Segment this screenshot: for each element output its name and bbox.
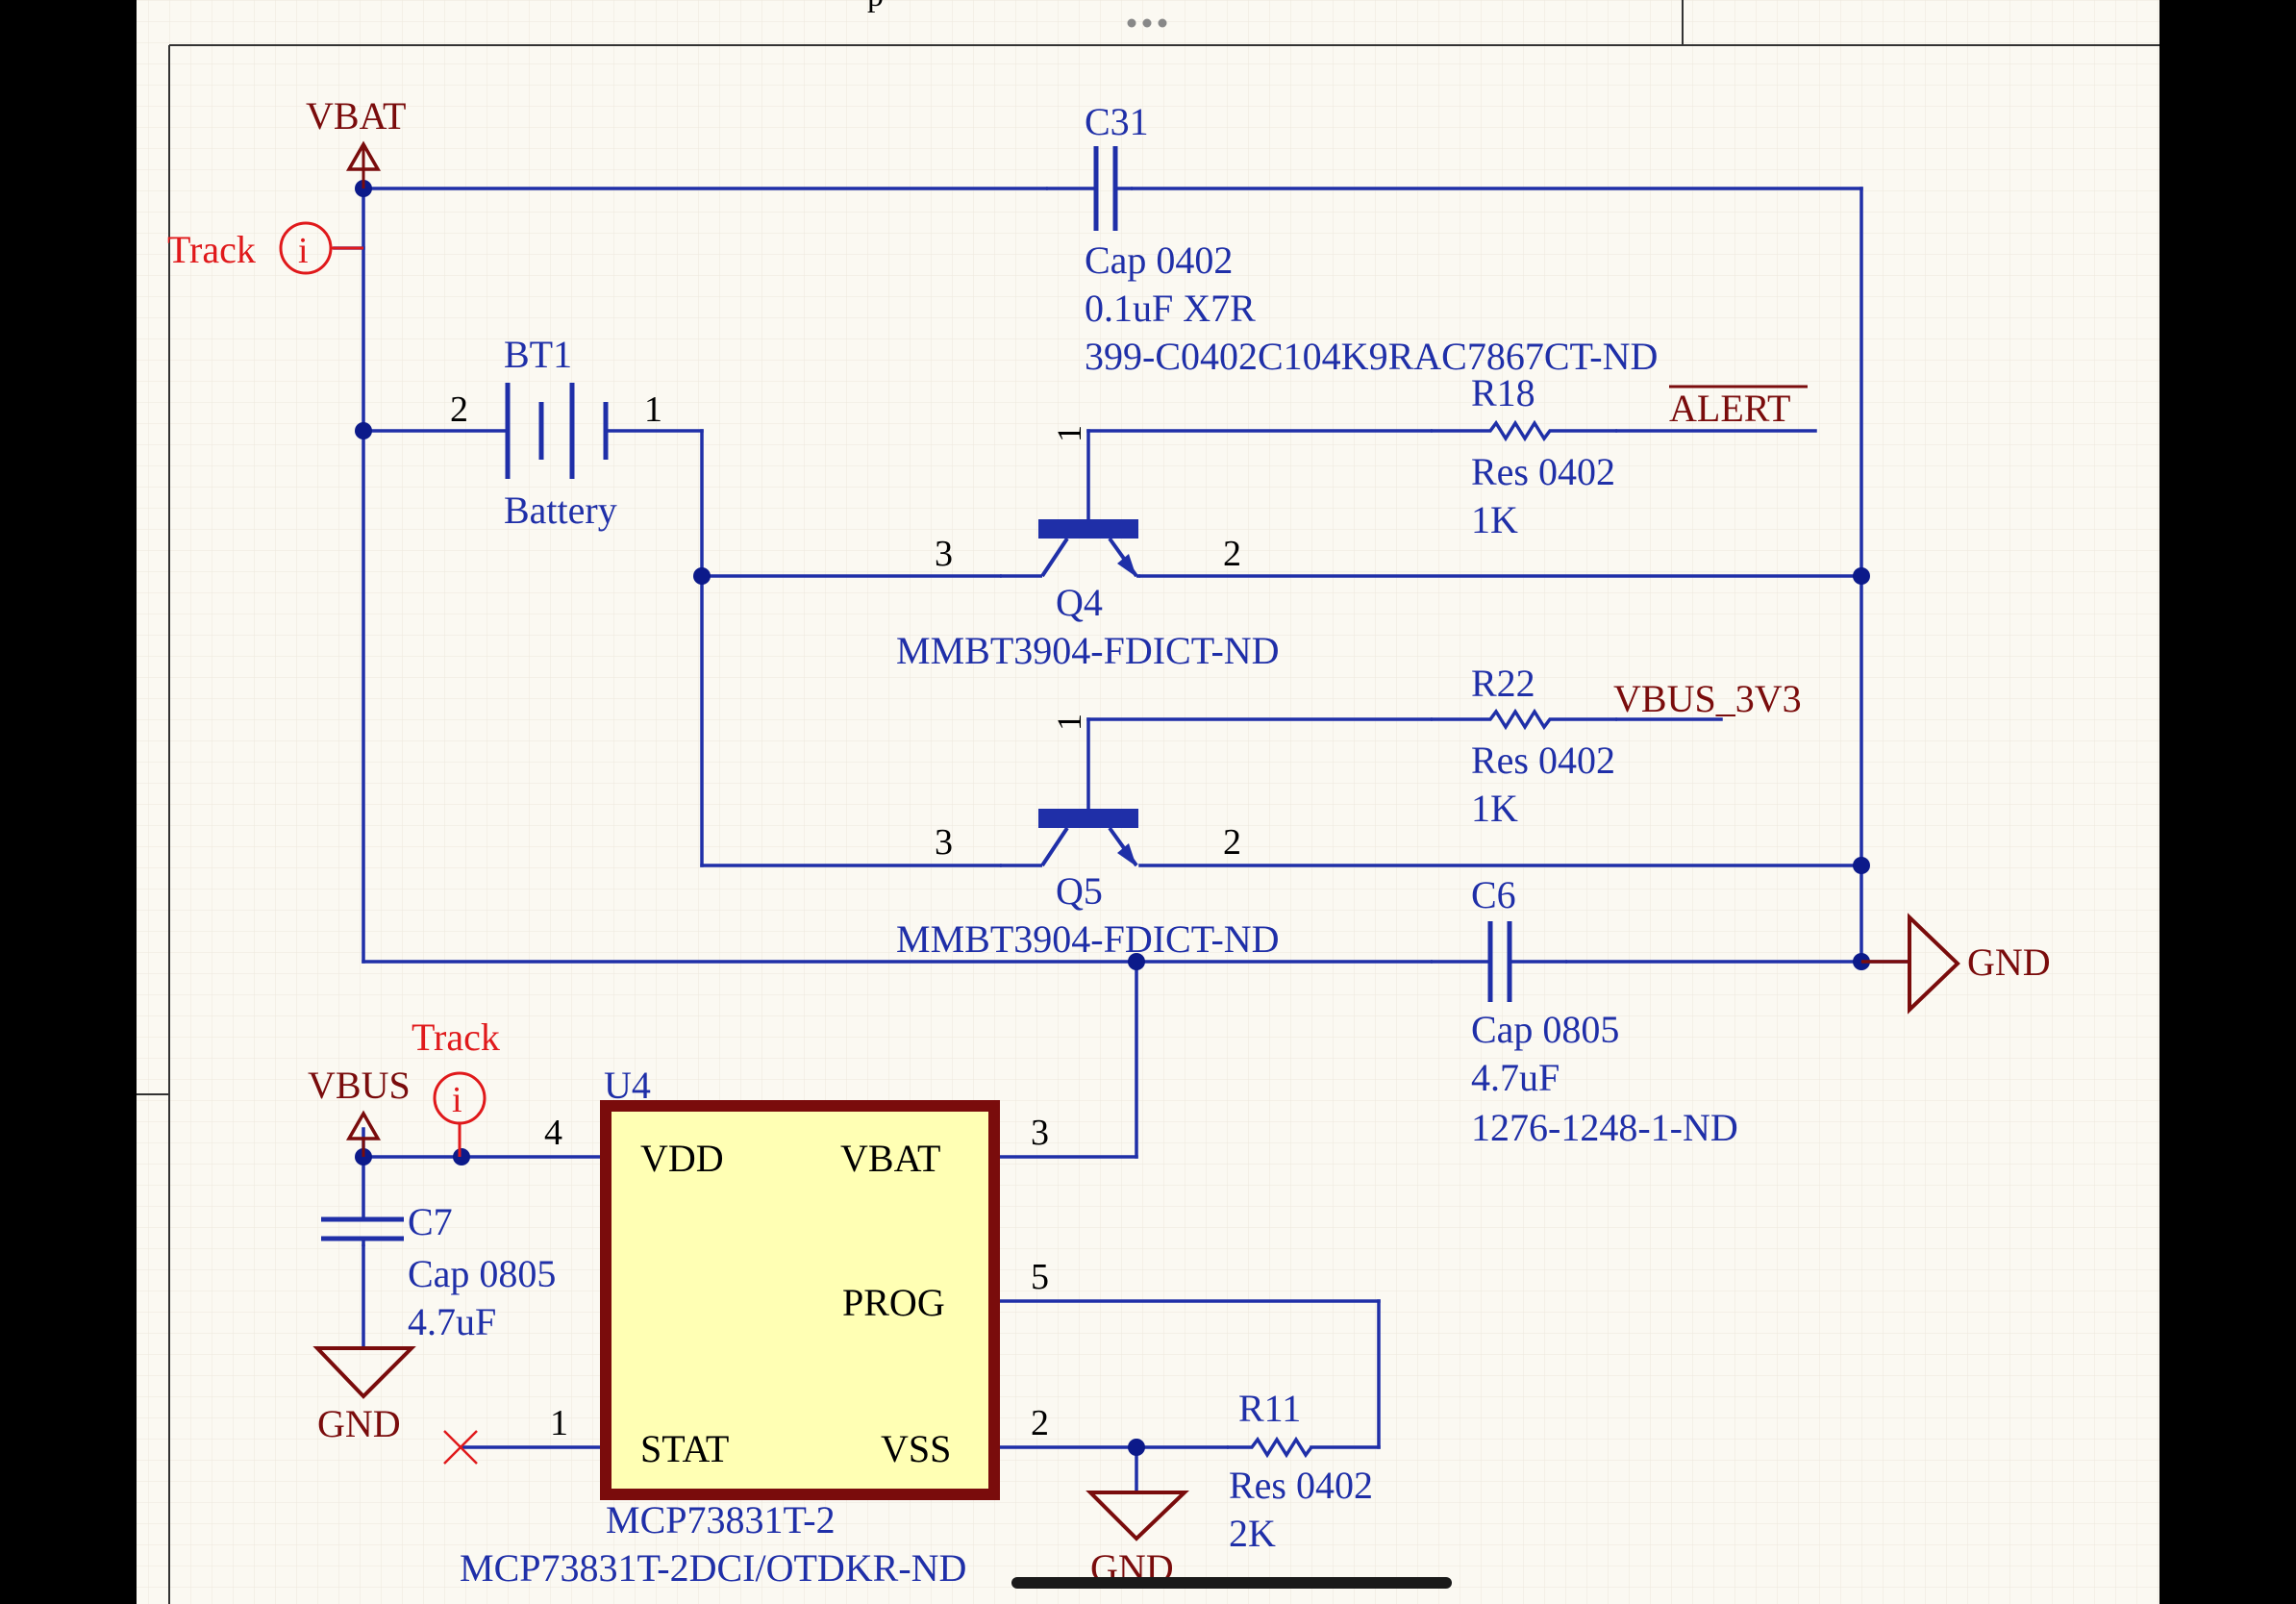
alert-label: ALERT — [1669, 387, 1790, 430]
ic-u4[interactable]: U4 VDD 4 VBAT 3 PROG 5 STAT 1 VSS 2 MCP7… — [460, 1064, 1049, 1590]
c31-footprint: Cap 0402 — [1085, 238, 1233, 282]
vbus-power-port[interactable]: VBUS — [308, 1064, 411, 1157]
c31-value: 0.1uF X7R — [1085, 287, 1256, 330]
r11-ref: R11 — [1238, 1387, 1301, 1430]
gnd-power-port-c7[interactable]: GND — [312, 1346, 416, 1445]
q5-pin-emitter: 2 — [1223, 822, 1241, 863]
track-annotation-2[interactable]: Track i — [412, 1015, 500, 1157]
u4-ref: U4 — [604, 1064, 651, 1107]
u4-pin-prog-num: 5 — [1031, 1257, 1049, 1297]
c6-part: 1276-1248-1-ND — [1471, 1106, 1738, 1149]
info-icon-glyph: i — [298, 231, 309, 271]
resistor-r11[interactable]: R11 Res 0402 2K — [1227, 1387, 1373, 1555]
u4-pin-vbat-num: 3 — [1031, 1113, 1049, 1153]
c6-value: 4.7uF — [1471, 1056, 1560, 1099]
u4-part-number: MCP73831T-2DCI/OTDKR-ND — [460, 1546, 966, 1590]
r18-value: 1K — [1471, 498, 1518, 541]
bt1-ref: BT1 — [504, 333, 572, 376]
home-indicator-bar[interactable] — [1011, 1577, 1452, 1589]
bt1-pin-1: 1 — [644, 389, 662, 430]
track-annotation-1[interactable]: Track i — [167, 221, 363, 275]
gnd-c7-label: GND — [317, 1402, 401, 1445]
q5-pin-base: 1 — [1050, 714, 1088, 731]
alert-net-label[interactable]: ALERT — [1669, 385, 1808, 430]
c7-footprint: Cap 0805 — [408, 1252, 556, 1295]
sheet-frame — [137, 0, 2159, 1604]
u4-pin-stat-name: STAT — [640, 1427, 729, 1470]
q4-ref: Q4 — [1056, 581, 1103, 624]
resistor-r22[interactable]: R22 Res 0402 1K — [1431, 662, 1617, 830]
q4-pin-base: 1 — [1050, 425, 1088, 442]
r18-footprint: Res 0402 — [1471, 450, 1615, 493]
info-icon-2-glyph: i — [452, 1080, 462, 1120]
more-horizontal-icon[interactable] — [1127, 18, 1167, 28]
vbus-3v3-label: VBUS_3V3 — [1613, 677, 1802, 720]
track-label-2: Track — [412, 1015, 500, 1059]
c7-value: 4.7uF — [408, 1300, 496, 1343]
r11-footprint: Res 0402 — [1229, 1464, 1373, 1507]
grid-background — [137, 0, 2159, 1604]
vbus-label: VBUS — [308, 1064, 411, 1107]
r22-value: 1K — [1471, 787, 1518, 830]
u4-pin-prog-name: PROG — [842, 1281, 945, 1324]
u4-pin-vss-name: VSS — [881, 1427, 951, 1470]
vbus-3v3-net-label[interactable]: VBUS_3V3 — [1613, 677, 1802, 720]
u4-pin-vdd-num: 4 — [544, 1113, 562, 1153]
c31-part: 399-C0402C104K9RAC7867CT-ND — [1085, 335, 1658, 378]
bt1-pin-2: 2 — [450, 389, 468, 430]
u4-pin-vbat-name: VBAT — [840, 1137, 940, 1180]
c31-ref: C31 — [1085, 100, 1149, 143]
capacitor-c31[interactable]: C31 Cap 0402 0.1uF X7R 399-C0402C104K9RA… — [1046, 100, 1658, 378]
capacitor-c6[interactable]: C6 Cap 0805 4.7uF 1276-1248-1-ND — [1431, 873, 1738, 1149]
no-connect-icon — [443, 1430, 478, 1465]
c6-ref: C6 — [1471, 873, 1516, 916]
u4-pin-vdd-name: VDD — [640, 1137, 724, 1180]
track-label-1: Track — [167, 228, 256, 271]
r22-ref: R22 — [1471, 662, 1535, 705]
r18-ref: R18 — [1471, 371, 1535, 414]
resistor-r18[interactable]: R18 Res 0402 1K — [1431, 371, 1617, 541]
q4-pin-emitter: 2 — [1223, 534, 1241, 574]
q5-pin-collector: 3 — [935, 822, 953, 863]
battery-bt1[interactable]: BT1 2 1 Battery — [450, 333, 662, 532]
gnd-main-label: GND — [1967, 940, 2051, 984]
c6-footprint: Cap 0805 — [1471, 1008, 1619, 1051]
transistor-q4[interactable]: Q4 MMBT3904-FDICT-ND 1 3 2 — [896, 425, 1280, 672]
gnd-power-port-main[interactable]: GND — [1861, 913, 2051, 1015]
q4-part: MMBT3904-FDICT-ND — [896, 629, 1280, 672]
r22-footprint: Res 0402 — [1471, 739, 1615, 782]
vbat-power-port[interactable]: VBAT — [306, 94, 406, 188]
capacitor-c7[interactable]: C7 Cap 0805 4.7uF — [321, 1200, 556, 1343]
q5-part: MMBT3904-FDICT-ND — [896, 917, 1280, 961]
bt1-type: Battery — [504, 489, 617, 532]
q5-ref: Q5 — [1056, 869, 1103, 913]
header-partial-text: p — [867, 0, 884, 13]
transistor-q5[interactable]: Q5 MMBT3904-FDICT-ND 1 3 2 — [896, 714, 1280, 961]
c7-ref: C7 — [408, 1200, 453, 1243]
q4-pin-collector: 3 — [935, 534, 953, 574]
r11-value: 2K — [1229, 1512, 1276, 1555]
u4-pin-vss-num: 2 — [1031, 1403, 1049, 1443]
u4-part-name: MCP73831T-2 — [606, 1498, 836, 1541]
vbat-label: VBAT — [306, 94, 406, 138]
u4-pin-stat-num: 1 — [550, 1403, 568, 1443]
